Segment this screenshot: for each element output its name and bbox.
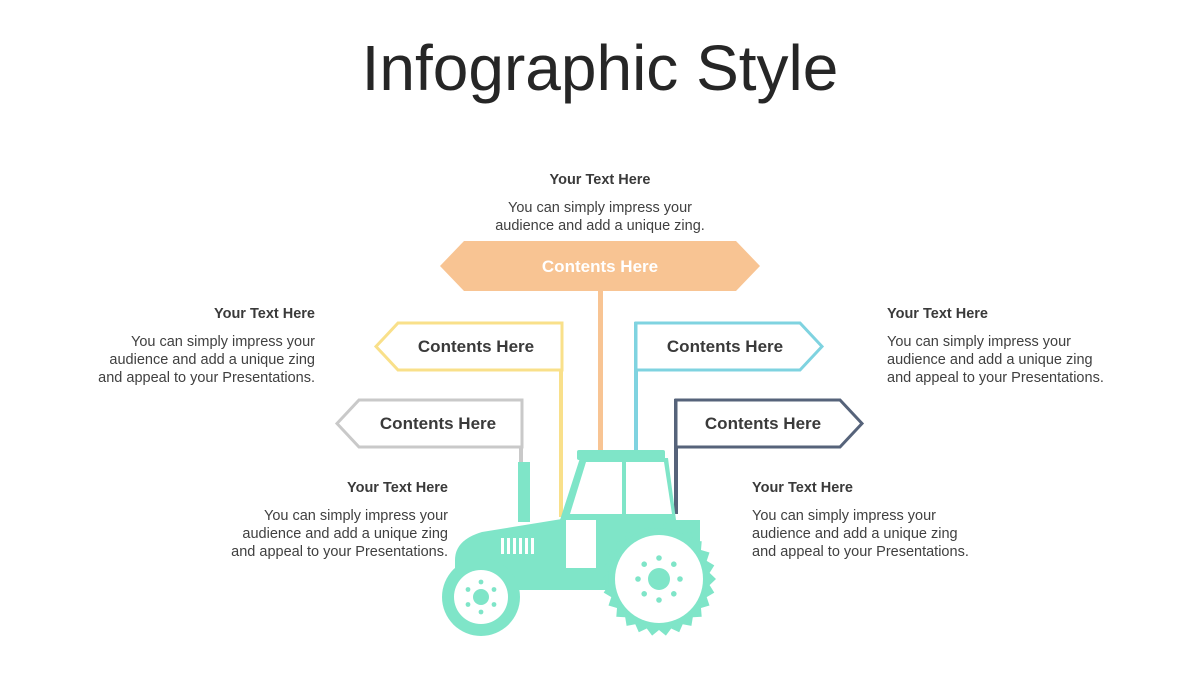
page-title: Infographic Style: [361, 32, 839, 104]
text-block-body: You can simply impress your audience and…: [495, 200, 705, 234]
text-block-heading: Your Text Here: [549, 172, 651, 188]
text-block-body: You can simply impress your audience and…: [752, 508, 969, 560]
text-block-heading: Your Text Here: [752, 480, 853, 496]
sign-gray: Contents Here: [334, 398, 524, 449]
post-slate: [674, 399, 678, 514]
sign-top-label: Contents Here: [542, 257, 658, 276]
text-block-body: You can simply impress your audience and…: [887, 334, 1104, 386]
post-yellow: [559, 322, 563, 517]
tractor-icon: [442, 450, 716, 636]
sign-yellow-label: Contents Here: [418, 337, 534, 356]
text-block-upper-right: Your Text Here You can simply impress yo…: [887, 305, 1167, 387]
sign-top-orange: Contents Here: [440, 241, 760, 291]
sign-slate-label: Contents Here: [705, 414, 821, 433]
text-block-heading: Your Text Here: [887, 306, 988, 322]
text-block-lower-right: Your Text Here You can simply impress yo…: [752, 479, 1032, 561]
text-block-heading: Your Text Here: [347, 480, 448, 496]
text-block-body: You can simply impress your audience and…: [98, 334, 315, 386]
text-block-lower-left: Your Text Here You can simply impress yo…: [170, 479, 448, 561]
sign-cyan: Contents Here: [634, 321, 825, 372]
text-block-body: You can simply impress your audience and…: [231, 508, 448, 560]
sign-slate: Contents Here: [674, 398, 865, 449]
text-block-top: Your Text Here You can simply impress yo…: [450, 171, 750, 235]
sign-yellow: Contents Here: [373, 321, 564, 372]
sign-cyan-label: Contents Here: [667, 337, 783, 356]
text-block-upper-left: Your Text Here You can simply impress yo…: [40, 305, 315, 387]
text-block-heading: Your Text Here: [214, 306, 315, 322]
post-orange: [598, 290, 603, 452]
sign-gray-label: Contents Here: [380, 414, 496, 433]
post-cyan: [634, 322, 638, 452]
